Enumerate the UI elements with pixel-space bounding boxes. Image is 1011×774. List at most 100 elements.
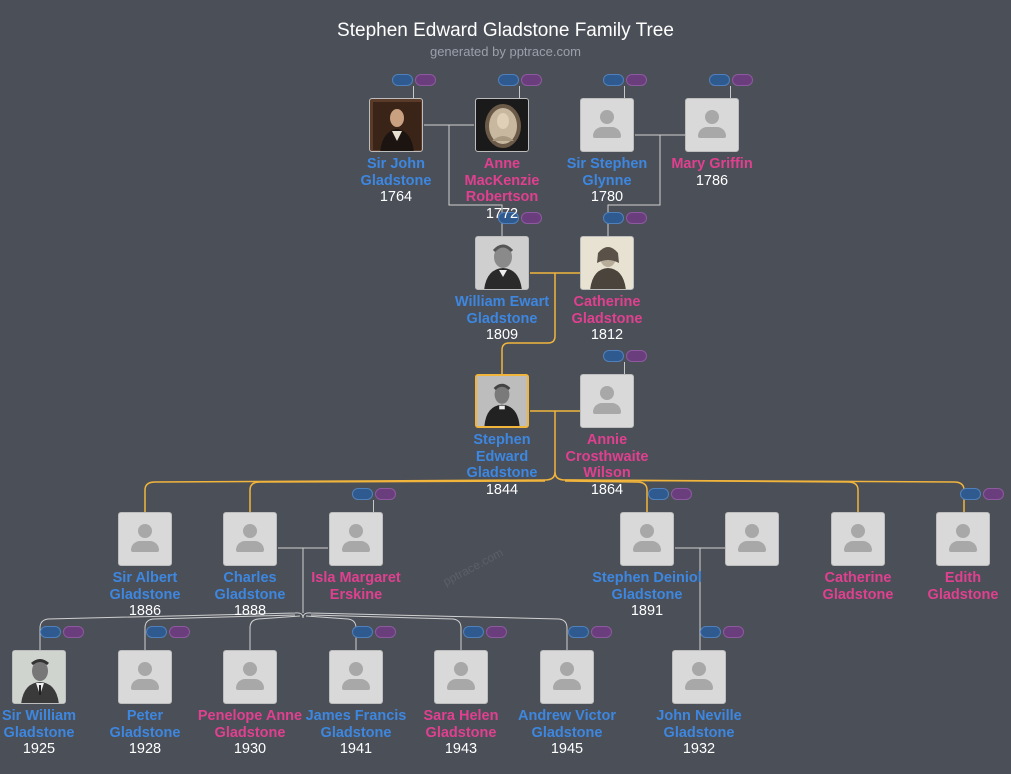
expand-maternal-toggle[interactable]: [732, 74, 753, 86]
person-name[interactable]: Sir Stephen Glynne: [566, 156, 648, 189]
expand-maternal-toggle[interactable]: [983, 488, 1004, 500]
person-name[interactable]: Isla Margaret Erskine: [311, 570, 401, 603]
descent-line: [249, 615, 301, 650]
placeholder-icon[interactable]: [329, 650, 383, 704]
person-card: James Francis Gladstone 1941: [301, 650, 411, 758]
placeholder-icon[interactable]: [831, 512, 885, 566]
expand-maternal-toggle[interactable]: [521, 74, 542, 86]
person-name[interactable]: Charles Gladstone: [214, 570, 286, 603]
placeholder-icon[interactable]: [118, 650, 172, 704]
expand-maternal-toggle[interactable]: [626, 74, 647, 86]
expand-paternal-toggle[interactable]: [40, 626, 61, 638]
expand-toggles: [40, 626, 86, 639]
person-name[interactable]: Stephen Edward Gladstone: [466, 432, 538, 481]
expand-maternal-toggle[interactable]: [415, 74, 436, 86]
person-name[interactable]: Andrew Victor Gladstone: [517, 708, 617, 741]
portrait-photo[interactable]: [12, 650, 66, 704]
expand-maternal-toggle[interactable]: [591, 626, 612, 638]
expand-toggles: [960, 488, 1006, 501]
person-name[interactable]: Sir Albert Gladstone: [109, 570, 181, 603]
person-name[interactable]: Sara Helen Gladstone: [423, 708, 499, 741]
person-name[interactable]: John Neville Gladstone: [656, 708, 742, 741]
birth-year: 1925: [22, 741, 56, 757]
expand-paternal-toggle[interactable]: [498, 212, 519, 224]
expand-maternal-toggle[interactable]: [723, 626, 744, 638]
birth-year: 1780: [590, 189, 624, 205]
person-name[interactable]: Catherine Gladstone: [571, 294, 643, 327]
expand-paternal-toggle[interactable]: [709, 74, 730, 86]
person-card: Sir Albert Gladstone 1886: [90, 512, 200, 620]
placeholder-icon[interactable]: [620, 512, 674, 566]
expand-paternal-toggle[interactable]: [568, 626, 589, 638]
expand-toggles: [603, 212, 649, 225]
expand-maternal-toggle[interactable]: [375, 488, 396, 500]
expand-paternal-toggle[interactable]: [603, 350, 624, 362]
expand-paternal-toggle[interactable]: [603, 74, 624, 86]
expand-maternal-toggle[interactable]: [169, 626, 190, 638]
placeholder-icon[interactable]: [329, 512, 383, 566]
person-name[interactable]: Catherine Gladstone: [822, 570, 894, 603]
descent-line-highlight: [249, 480, 546, 512]
expand-paternal-toggle[interactable]: [146, 626, 167, 638]
toggle-link: [413, 86, 414, 98]
placeholder-icon[interactable]: [672, 650, 726, 704]
placeholder-icon[interactable]: [540, 650, 594, 704]
placeholder-icon[interactable]: [580, 98, 634, 152]
expand-paternal-toggle[interactable]: [960, 488, 981, 500]
portrait-photo[interactable]: [369, 98, 423, 152]
page-subtitle: generated by pptrace.com: [429, 44, 582, 59]
expand-paternal-toggle[interactable]: [352, 488, 373, 500]
person-name[interactable]: Peter Gladstone: [109, 708, 181, 741]
expand-toggles: [352, 488, 398, 501]
expand-maternal-toggle[interactable]: [521, 212, 542, 224]
placeholder-icon[interactable]: [223, 650, 277, 704]
birth-year: 1928: [128, 741, 162, 757]
placeholder-icon[interactable]: [936, 512, 990, 566]
birth-year: 1812: [590, 327, 624, 343]
expand-toggles: [498, 74, 544, 87]
expand-maternal-toggle[interactable]: [63, 626, 84, 638]
person-name[interactable]: James Francis Gladstone: [305, 708, 407, 741]
portrait-photo[interactable]: [580, 236, 634, 290]
expand-paternal-toggle[interactable]: [498, 74, 519, 86]
placeholder-icon[interactable]: [725, 512, 779, 566]
expand-maternal-toggle[interactable]: [375, 626, 396, 638]
expand-paternal-toggle[interactable]: [700, 626, 721, 638]
placeholder-icon[interactable]: [223, 512, 277, 566]
portrait-photo[interactable]: [475, 374, 529, 428]
person-name[interactable]: Edith Gladstone: [927, 570, 999, 603]
toggle-link: [730, 86, 731, 98]
placeholder-icon[interactable]: [580, 374, 634, 428]
person-name[interactable]: William Ewart Gladstone: [454, 294, 550, 327]
expand-paternal-toggle[interactable]: [603, 212, 624, 224]
person-name[interactable]: Sir William Gladstone: [1, 708, 76, 741]
birth-year: 1886: [128, 603, 162, 619]
expand-maternal-toggle[interactable]: [626, 350, 647, 362]
person-card: Annie Crosthwaite Wilson 1864: [552, 374, 662, 499]
placeholder-icon[interactable]: [434, 650, 488, 704]
descent-line-highlight: [564, 480, 648, 512]
expand-maternal-toggle[interactable]: [626, 212, 647, 224]
expand-maternal-toggle[interactable]: [486, 626, 507, 638]
expand-maternal-toggle[interactable]: [671, 488, 692, 500]
expand-paternal-toggle[interactable]: [392, 74, 413, 86]
birth-year: 1943: [444, 741, 478, 757]
person-name[interactable]: Mary Griffin: [671, 156, 753, 172]
portrait-photo[interactable]: [475, 236, 529, 290]
expand-paternal-toggle[interactable]: [352, 626, 373, 638]
person-card: Peter Gladstone 1928: [90, 650, 200, 758]
person-card: Sir William Gladstone 1925: [0, 650, 94, 758]
person-name[interactable]: Anne MacKenzie Robertson: [464, 156, 540, 205]
expand-paternal-toggle[interactable]: [463, 626, 484, 638]
toggle-link: [624, 362, 625, 374]
placeholder-icon[interactable]: [118, 512, 172, 566]
person-name[interactable]: Sir John Gladstone: [360, 156, 432, 189]
portrait-photo[interactable]: [475, 98, 529, 152]
expand-paternal-toggle[interactable]: [648, 488, 669, 500]
descent-line: [302, 612, 568, 650]
person-name[interactable]: Annie Crosthwaite Wilson: [565, 432, 649, 481]
placeholder-icon[interactable]: [685, 98, 739, 152]
person-name[interactable]: Stephen Deiniol Gladstone: [592, 570, 702, 603]
person-card: John Neville Gladstone 1932: [644, 650, 754, 758]
person-name[interactable]: Penelope Anne Gladstone: [197, 708, 303, 741]
